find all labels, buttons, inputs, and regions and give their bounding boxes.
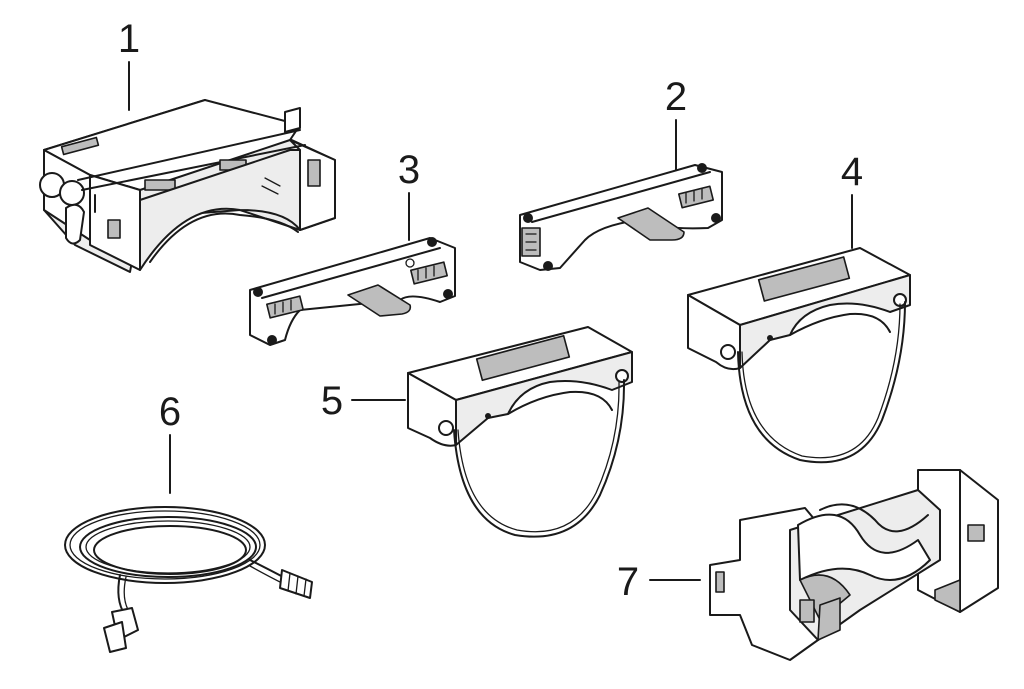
part-labels: 1 2 3 4 5 6 7 <box>118 17 863 604</box>
part-label-5: 5 <box>321 379 343 423</box>
part-label-4: 4 <box>841 150 863 194</box>
part-label-6: 6 <box>159 390 181 434</box>
part-1-housing-icon <box>39 99 336 273</box>
leader-lines <box>128 61 853 581</box>
part-label-2: 2 <box>665 75 687 119</box>
part-7-mounting-bracket-icon <box>709 469 999 661</box>
part-6-cable-icon <box>64 506 313 653</box>
part-5-sensor-module-icon <box>407 326 633 538</box>
part-label-7: 7 <box>617 560 639 604</box>
part-3-circuit-board-icon <box>249 237 456 346</box>
part-2-circuit-board-icon <box>519 163 723 271</box>
part-label-1: 1 <box>118 17 140 61</box>
part-label-3: 3 <box>398 148 420 192</box>
part-4-sensor-module-icon <box>687 247 911 464</box>
